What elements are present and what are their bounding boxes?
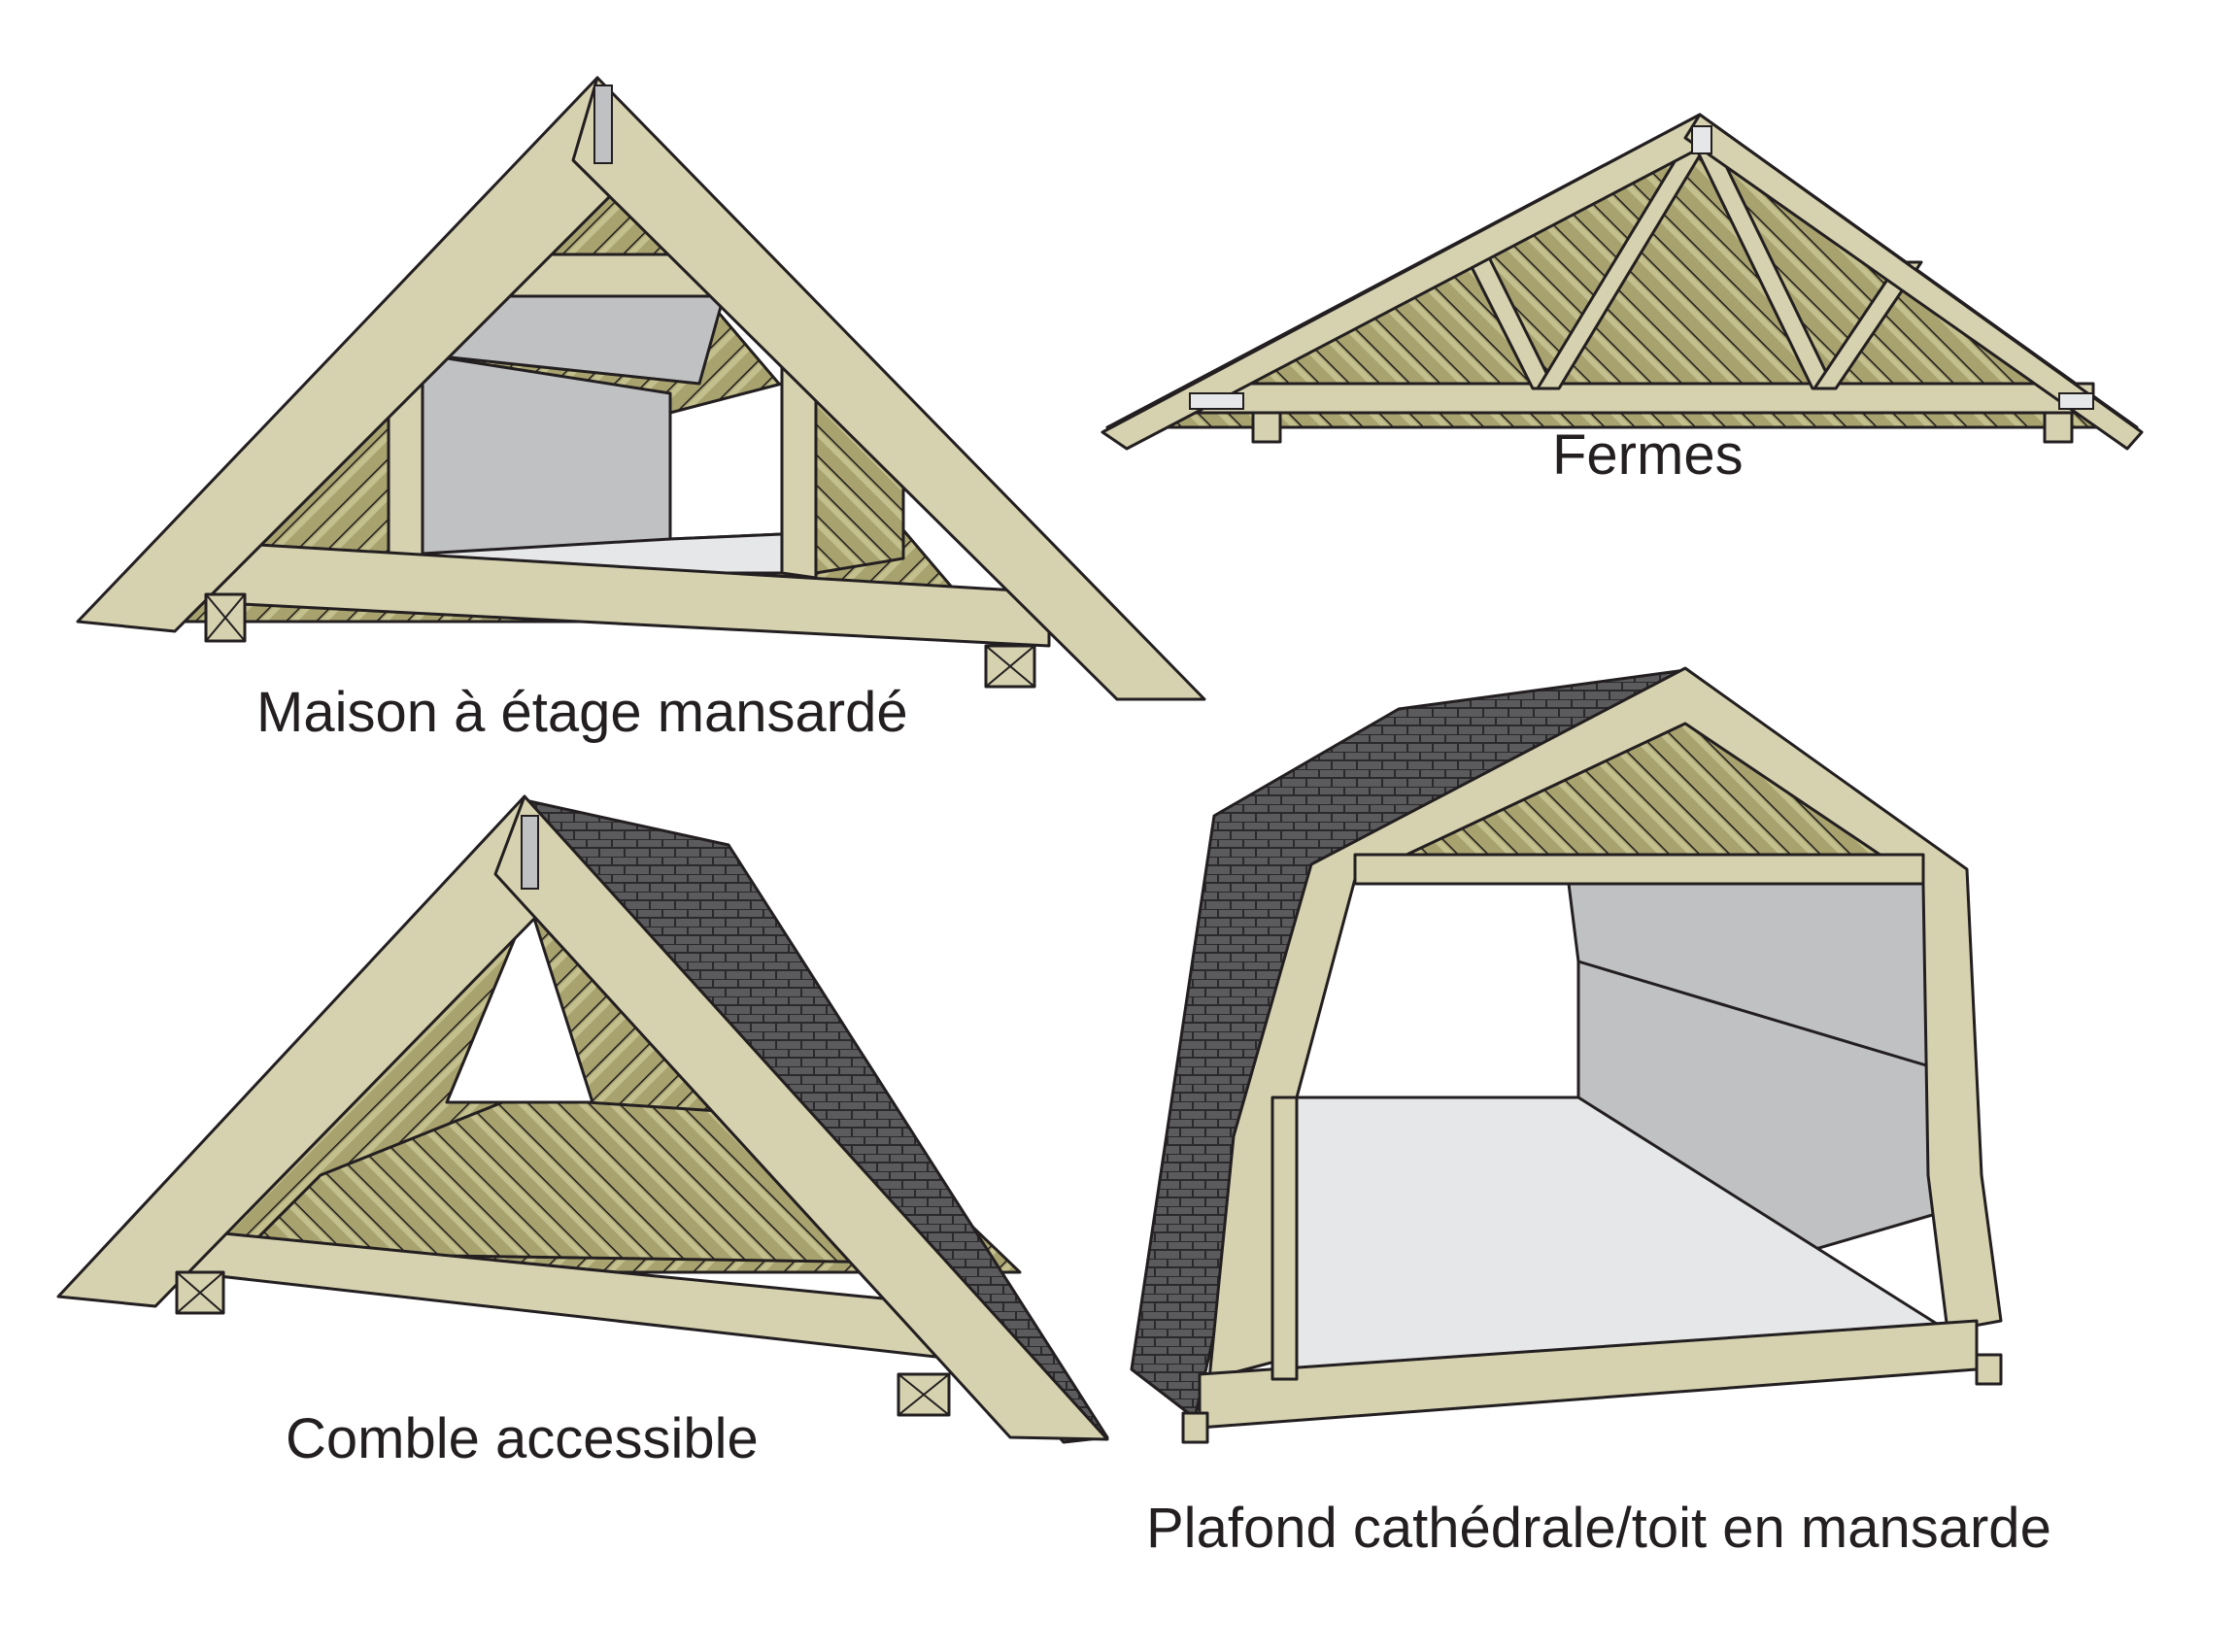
caption-accessible-attic: Comble accessible [286,1407,759,1470]
ridge-plate [593,84,613,164]
accessible-attic-illustration [56,794,1109,1444]
truss-bottom-chord [1193,382,2095,415]
front-right-rafter [571,76,1206,701]
truss-ridge-plate [1691,125,1712,154]
back-opening [668,382,784,541]
attic-opening [445,901,594,1104]
truss-web-right [1813,260,1923,390]
truss-top-chord-right [1683,113,2144,451]
mansard-house-illustration [76,76,1206,701]
cathedral-sill-right [1975,1353,2003,1386]
cathedral-ceiling-illustration [1130,666,2003,1444]
attic-right-rafter [493,794,1109,1441]
cathedral-wall-seam [1577,960,1953,1075]
caption-mansard-house: Maison à étage mansardé [256,681,908,744]
truss-sill-right [2043,411,2074,444]
truss-sill-left [1251,411,1282,444]
truss-heel-plate-right [2058,392,2094,410]
attic-ridge-plate [521,815,539,890]
caption-cathedral-ceiling: Plafond cathédrale/toit en mansarde [1146,1497,2051,1560]
cathedral-front-frame [1207,666,2003,1381]
cathedral-collar-beam [1353,853,1925,886]
caption-trusses: Fermes [1552,423,1744,487]
truss-heel-plate-left [1189,392,1244,410]
trusses-illustration [1101,113,2144,451]
cathedral-left-stud [1270,1096,1299,1381]
cathedral-sill-left [1181,1411,1209,1444]
